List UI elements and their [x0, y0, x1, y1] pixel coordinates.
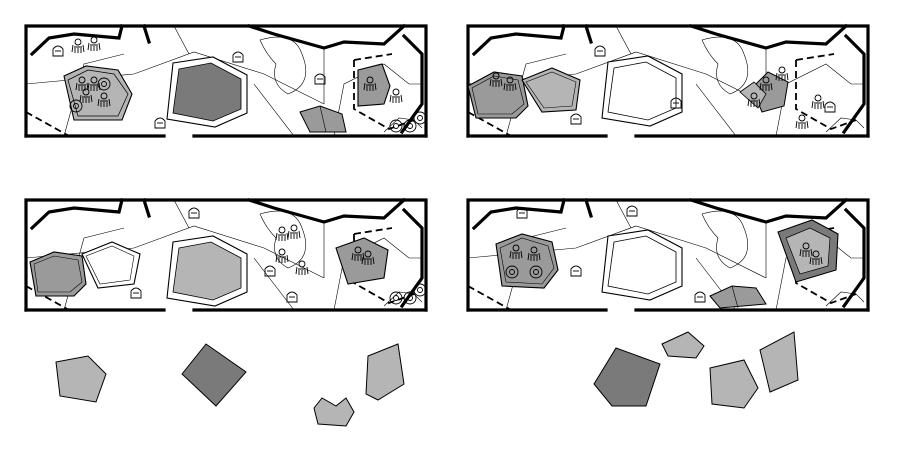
legend-shapes-right	[593, 331, 799, 409]
plan-bottom-left	[22, 196, 430, 312]
table-left	[495, 233, 559, 289]
polygon-notched-shape	[313, 397, 355, 427]
table-right	[335, 237, 389, 285]
ramp-piece	[709, 285, 767, 309]
pentagon-dark-shape	[181, 343, 247, 407]
table-right	[739, 66, 789, 113]
polygon-light-shape	[365, 343, 405, 401]
polygon-small-shape	[661, 331, 705, 359]
table-left	[29, 251, 87, 297]
polygon-tall-shape	[759, 331, 799, 393]
table-center	[166, 235, 248, 307]
table-left-b	[521, 67, 581, 113]
table-right	[777, 219, 839, 283]
polygon-light-shape	[709, 359, 759, 409]
table-left	[63, 65, 133, 121]
plan-top-right	[464, 22, 872, 138]
plan-top-left	[22, 22, 430, 138]
legend-shapes-left	[55, 343, 405, 427]
table-center	[601, 229, 683, 301]
pentagon-dark-shape	[593, 347, 661, 407]
pentagon-light-shape	[55, 355, 107, 403]
table-center	[601, 55, 683, 127]
plan-bottom-right	[464, 196, 872, 312]
table-right	[357, 63, 403, 107]
table-center	[166, 56, 248, 128]
ramp-piece	[299, 105, 347, 133]
table-left	[467, 71, 529, 119]
table-left-b	[81, 241, 141, 289]
